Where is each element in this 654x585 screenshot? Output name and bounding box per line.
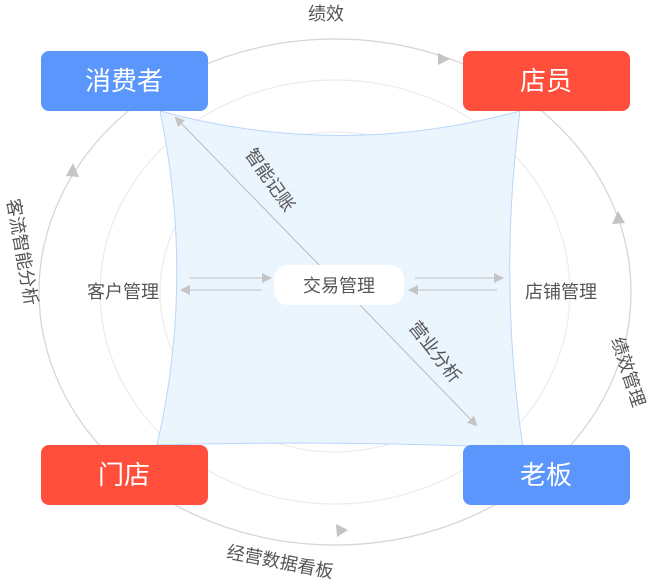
role-boss-label: 老板 <box>520 461 572 491</box>
role-boss[interactable]: 老板 <box>463 445 630 505</box>
role-consumer-label: 消费者 <box>85 67 163 97</box>
center-node-bg <box>274 265 404 305</box>
role-consumer[interactable]: 消费者 <box>41 51 208 111</box>
diagonal-arrow-upper <box>174 116 323 269</box>
arc-label-bottom: 经营数据看板 <box>225 542 335 583</box>
role-store[interactable]: 门店 <box>41 445 208 505</box>
center-node-label: 交易管理 <box>303 276 375 297</box>
arrow-left-icon <box>66 163 79 177</box>
arrow-right-icon <box>612 211 625 224</box>
arrow-top-icon <box>438 53 450 65</box>
outer-cycle <box>38 38 632 546</box>
arc-label-top: 绩效 <box>308 4 344 25</box>
store-mgmt-label: 店铺管理 <box>525 282 597 303</box>
role-store-label: 门店 <box>98 461 150 491</box>
arrow-bottom-icon <box>336 524 348 537</box>
customer-mgmt-label: 客户管理 <box>87 282 159 303</box>
horizontal-arrows <box>180 273 504 295</box>
role-clerk[interactable]: 店员 <box>463 51 630 111</box>
diagonal-arrow-lower <box>359 304 478 427</box>
arc-label-right: 绩效管理 <box>606 335 648 410</box>
role-clerk-label: 店员 <box>520 67 572 97</box>
arc-label-left: 客流智能分析 <box>2 197 41 307</box>
